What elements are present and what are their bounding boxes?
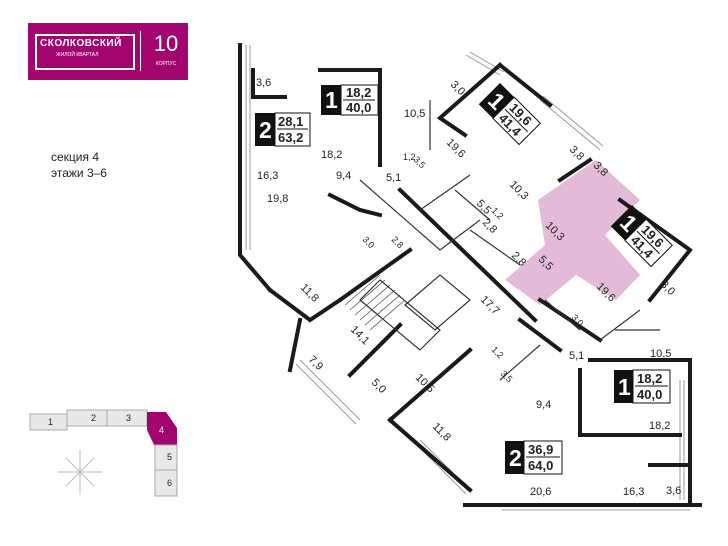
brand-logo: СКОЛКОВСКИЙ ЖИЛОЙ КВАРТАЛ 10 КОРПУС (28, 23, 188, 80)
section-label: секция 4 (51, 150, 100, 164)
exterior-walls (238, 43, 702, 507)
key-plan (29, 409, 178, 497)
logo-brand-text: СКОЛКОВСКИЙ (40, 38, 122, 49)
logo-subtitle: ЖИЛОЙ КВАРТАЛ (56, 52, 99, 58)
corpus-label: КОРПУС (155, 61, 177, 67)
logo-frame (35, 34, 135, 70)
floors-label: этажи 3–6 (51, 166, 107, 180)
compass-icon (58, 450, 102, 495)
interior-walls (359, 100, 660, 381)
logo-divider (140, 31, 141, 71)
key-section-current[interactable] (147, 412, 177, 445)
corpus-number: 10 (153, 31, 179, 56)
staircase (344, 274, 406, 331)
highlighted-apartment[interactable] (505, 160, 640, 305)
